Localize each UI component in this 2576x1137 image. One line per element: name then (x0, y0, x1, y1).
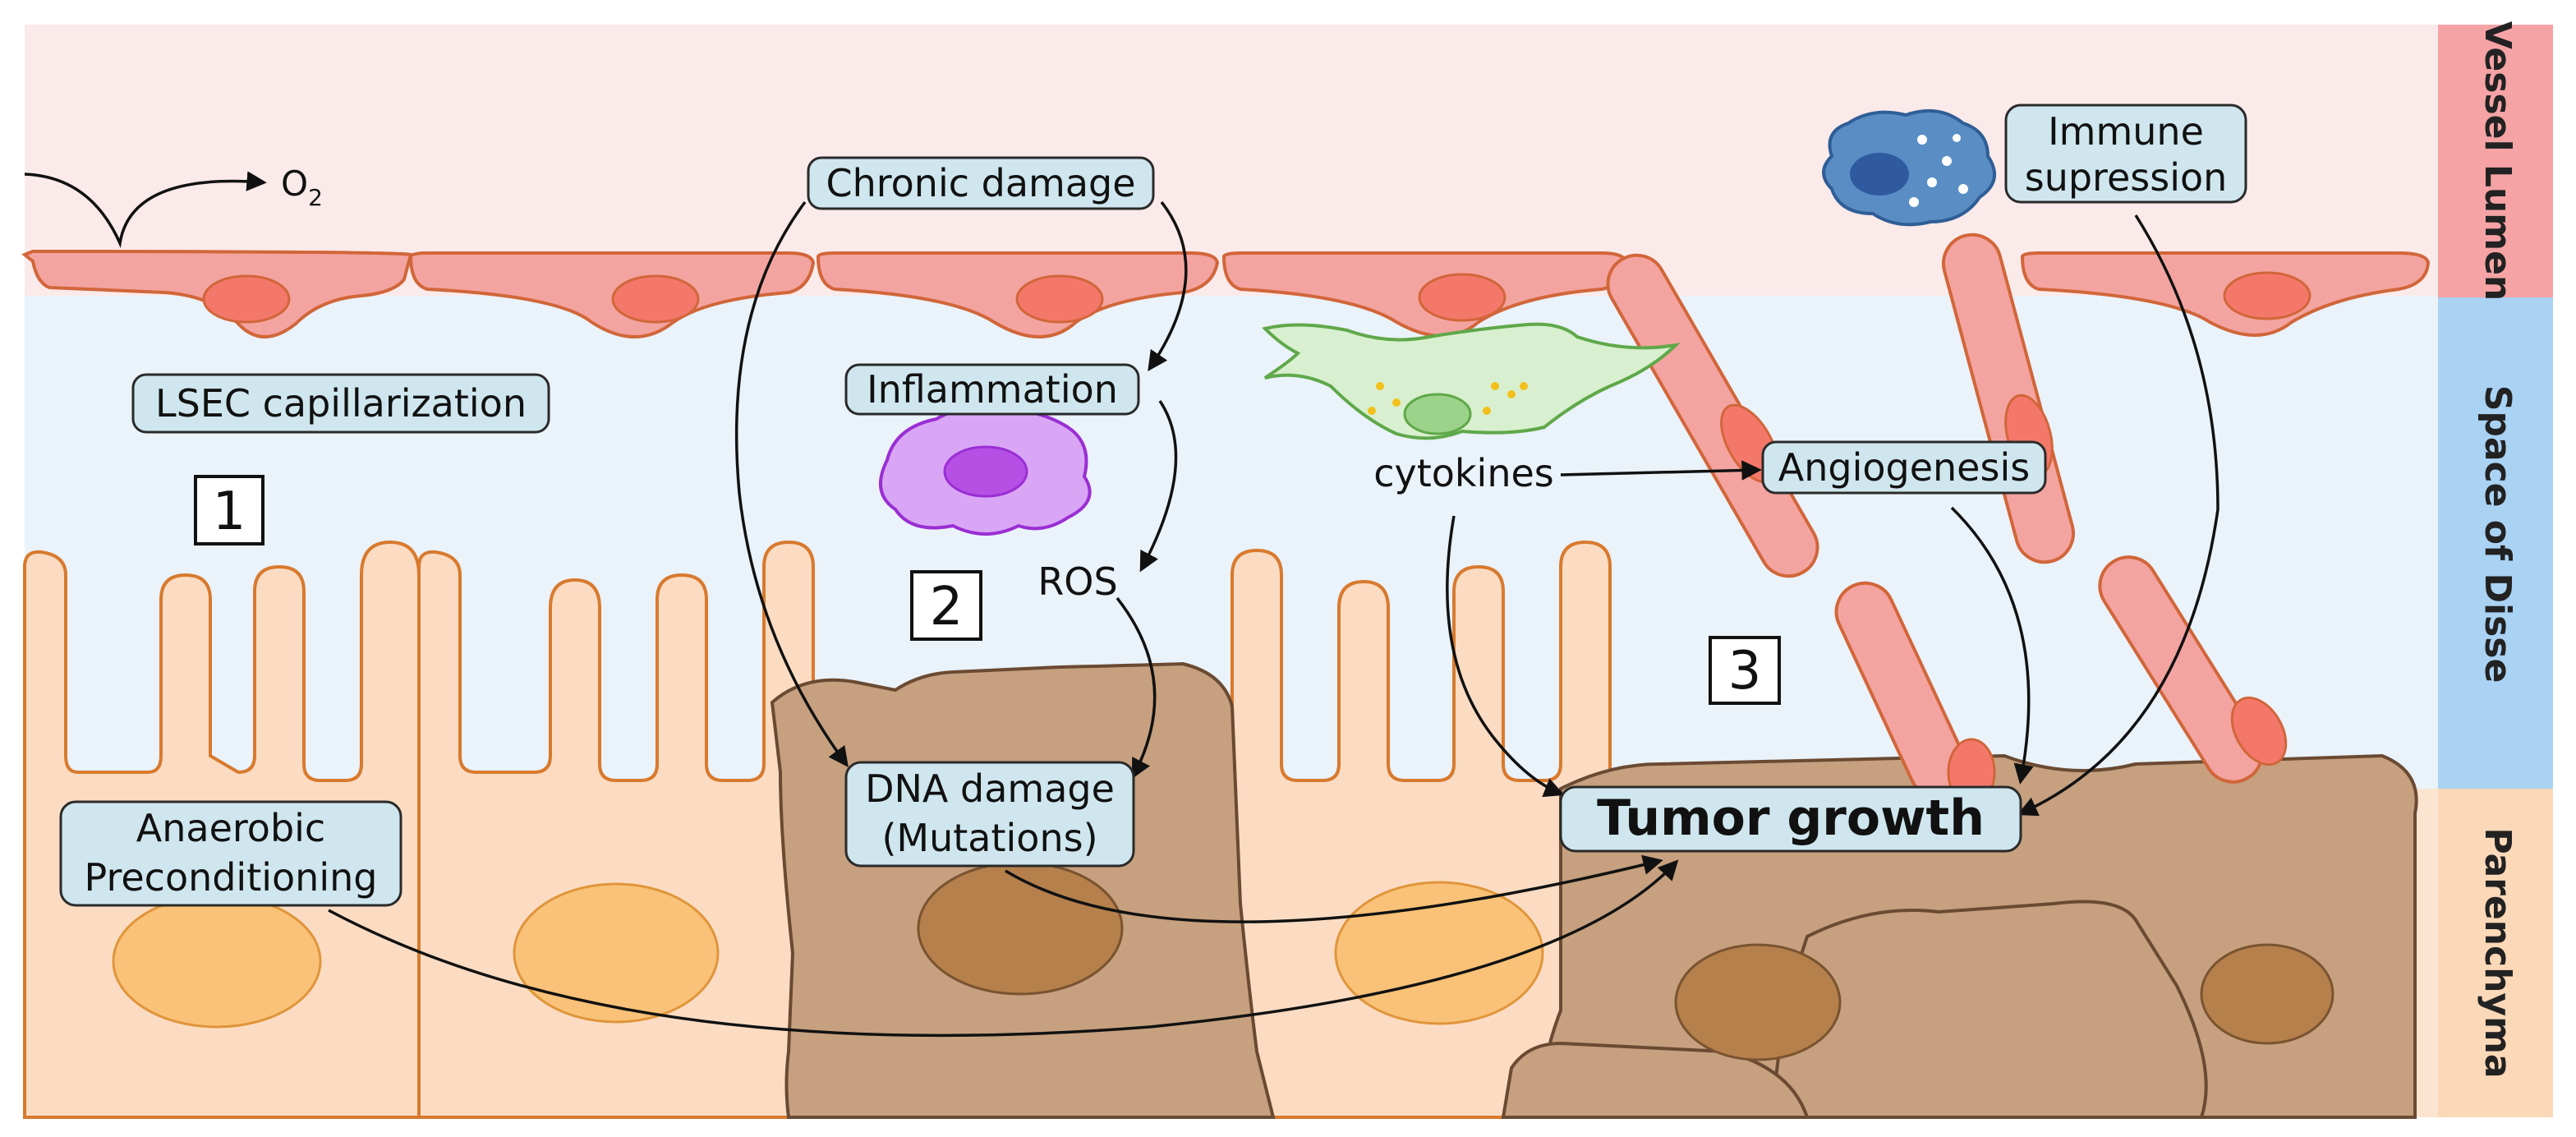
side-bar-parenchyma (2438, 789, 2553, 1117)
label-anaerobic-preconditioning: Anaerobic Preconditioning (59, 800, 402, 907)
svg-text:Anaerobic: Anaerobic (136, 806, 325, 850)
arrow-angiogenesis-to-tumor (1950, 506, 2034, 785)
step-3-badge: 3 (1709, 636, 1781, 705)
oxygen-release: O2 (24, 163, 323, 249)
arrow-cytokines-to-tumor (1446, 515, 1565, 798)
oxygen-label: O2 (281, 163, 323, 211)
hepatocyte-right (1230, 540, 1612, 1119)
svg-text:supression: supression (2025, 155, 2228, 200)
arrow-inflammation-to-ros (1139, 400, 1178, 573)
zone-label-space-of-disse: Space of Disse (2477, 385, 2518, 684)
hepatocyte-middle-left (417, 540, 815, 1119)
arrow-immune-to-tumor (2017, 214, 2220, 817)
svg-text:DNA damage: DNA damage (865, 766, 1115, 811)
arrow-chronic-to-inflammation (1148, 200, 1188, 372)
step-1-badge: 1 (194, 475, 264, 545)
arrow-dna-to-tumor (1005, 854, 1663, 923)
step-2-badge: 2 (910, 570, 982, 641)
arrow-chronic-to-dna (734, 200, 849, 767)
label-inflammation: Inflammation (844, 363, 1140, 416)
angiogenic-sprout-left (1606, 253, 1996, 807)
svg-text:2: 2 (930, 577, 964, 638)
svg-text:Immune: Immune (2048, 109, 2204, 154)
green-stellate-cell-icon (1262, 322, 1681, 440)
svg-text:3: 3 (1728, 641, 1762, 702)
arrow-cytokines-to-angiogenesis (1560, 460, 1762, 481)
side-bar-disse (2438, 297, 2553, 789)
label-tumor-growth: Tumor growth (1559, 785, 2022, 853)
arrow-ros-to-dna (1116, 596, 1157, 780)
tumor-cell-center (770, 661, 1276, 1119)
svg-text:LSEC capillarization: LSEC capillarization (155, 381, 527, 426)
side-bar-vessel (2438, 25, 2553, 297)
svg-text:Inflammation: Inflammation (867, 367, 1118, 412)
svg-text:1: 1 (213, 481, 246, 542)
purple-cell-icon (879, 407, 1092, 536)
label-ros: ROS (1037, 559, 1117, 604)
svg-text:Chronic damage: Chronic damage (826, 161, 1135, 205)
arrow-anaerobic-to-tumor (328, 859, 1679, 1038)
svg-text:(Mutations): (Mutations) (881, 816, 1097, 860)
blue-immune-cell-icon (1822, 108, 1996, 227)
svg-text:Preconditioning: Preconditioning (85, 855, 378, 900)
label-chronic-damage: Chronic damage (807, 156, 1155, 210)
label-immune-supression: Immune supression (2004, 104, 2247, 204)
svg-text:Tumor growth: Tumor growth (1597, 789, 1985, 847)
endothelium (21, 249, 2431, 338)
label-angiogenesis: Angiogenesis (1761, 440, 2047, 495)
label-dna-damage: DNA damage (Mutations) (844, 761, 1135, 868)
svg-text:Angiogenesis: Angiogenesis (1778, 445, 2030, 490)
label-lsec-capillarization: LSEC capillarization (131, 373, 550, 434)
zone-label-vessel-lumen: Vessel Lumen (2477, 21, 2518, 301)
label-cytokines: cytokines (1373, 451, 1554, 495)
zone-label-parenchyma: Parenchyma (2477, 827, 2518, 1078)
